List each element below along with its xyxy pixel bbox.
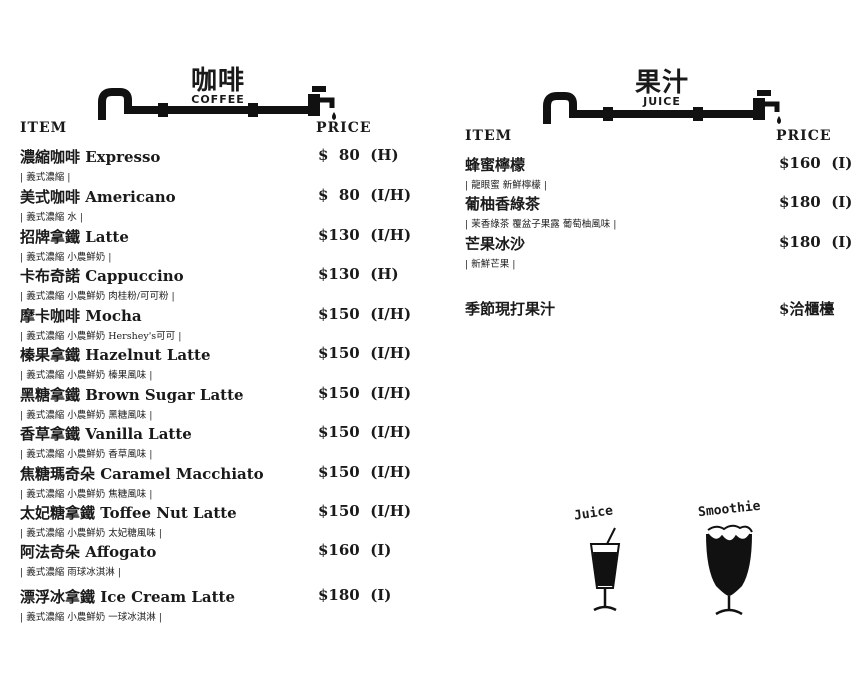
coffee-item-desc: | 義式濃縮 小農鮮奶 一球冰淇淋 | (20, 612, 162, 623)
coffee-menu-item: 濃縮咖啡 Expresso | 義式濃縮 | (20, 146, 160, 183)
coffee-item-desc: | 義式濃縮 小農鮮奶 太妃糖風味 | (20, 528, 162, 539)
coffee-item-name: 焦糖瑪奇朵 Caramel Macchiato (20, 465, 264, 483)
juice-glass-icon (585, 526, 625, 622)
coffee-menu-item: 漂浮冰拿鐵 Ice Cream Latte | 義式濃縮 小農鮮奶 一球冰淇淋 | (20, 586, 235, 623)
coffee-item-name: 香草拿鐵 Vanilla Latte (20, 425, 192, 443)
coffee-pipe-banner (98, 80, 348, 124)
coffee-item-desc: | 義式濃縮 小農鮮奶 Hershey's可可 | (20, 331, 182, 342)
coffee-item-price: $150 (I/H) (318, 344, 412, 362)
coffee-item-name: 摩卡咖啡 Mocha (20, 307, 142, 325)
juice-price-header: PRICE (776, 128, 832, 144)
coffee-item-desc: | 義式濃縮 | (20, 172, 71, 183)
smoothie-glass-icon (702, 520, 756, 624)
juice-item-name: 葡柚香綠茶 (465, 195, 541, 213)
coffee-item-price: $130 (H) (318, 265, 399, 283)
coffee-item-name: 太妃糖拿鐵 Toffee Nut Latte (20, 504, 237, 522)
coffee-item-price: $ 80 (H) (318, 146, 399, 164)
coffee-title-en: COFFEE (191, 93, 245, 106)
juice-menu-item: 蜂蜜檸檬 | 龍眼蜜 新鮮檸檬 | (465, 154, 547, 191)
coffee-menu-item: 卡布奇諾 Cappuccino | 義式濃縮 小農鮮奶 肉桂粉/可可粉 | (20, 265, 184, 302)
coffee-item-desc: | 義式濃縮 水 | (20, 212, 83, 223)
coffee-item-price: $160 (I) (318, 541, 392, 559)
seasonal-juice-price: $洽櫃檯 (779, 300, 835, 318)
juice-title-en: JUICE (643, 95, 681, 108)
coffee-menu-item: 阿法奇朵 Affogato | 義式濃縮 雨球冰淇淋 | (20, 541, 156, 578)
juice-menu-item: 葡柚香綠茶 | 茉香綠茶 覆盆子果露 葡萄柚風味 | (465, 193, 616, 230)
juice-item-price: $180 (I) (779, 193, 853, 211)
juice-pipe-banner (543, 84, 793, 128)
seasonal-juice-item: 季節現打果汁 (465, 298, 555, 319)
coffee-menu-item: 榛果拿鐵 Hazelnut Latte | 義式濃縮 小農鮮奶 榛果風味 | (20, 344, 211, 381)
coffee-item-name: 招牌拿鐵 Latte (20, 228, 129, 246)
coffee-menu-item: 美式咖啡 Americano | 義式濃縮 水 | (20, 186, 176, 223)
juice-title-zh: 果汁 (634, 68, 689, 98)
coffee-title-zh: 咖啡 (190, 66, 245, 96)
coffee-item-name: 美式咖啡 Americano (20, 188, 176, 206)
coffee-item-name: 濃縮咖啡 Expresso (20, 148, 161, 166)
coffee-price-header: PRICE (316, 120, 372, 136)
coffee-item-name: 阿法奇朵 Affogato (20, 543, 157, 561)
coffee-menu-item: 太妃糖拿鐵 Toffee Nut Latte | 義式濃縮 小農鮮奶 太妃糖風味 … (20, 502, 237, 539)
coffee-item-desc: | 義式濃縮 小農鮮奶 焦糖風味 | (20, 489, 153, 500)
coffee-menu-item: 招牌拿鐵 Latte | 義式濃縮 小農鮮奶 | (20, 226, 129, 263)
juice-item-header: ITEM (465, 128, 513, 144)
coffee-item-name: 漂浮冰拿鐵 Ice Cream Latte (20, 588, 236, 606)
coffee-item-name: 榛果拿鐵 Hazelnut Latte (20, 346, 211, 364)
juice-item-name: 芒果冰沙 (465, 235, 526, 253)
juice-menu-item: 芒果冰沙 | 新鮮芒果 | (465, 233, 525, 270)
coffee-item-desc: | 義式濃縮 小農鮮奶 肉桂粉/可可粉 | (20, 291, 175, 302)
juice-item-desc: | 新鮮芒果 | (465, 259, 516, 270)
coffee-item-name: 卡布奇諾 Cappuccino (20, 267, 184, 285)
smoothie-doodle-label: Smoothie (697, 498, 762, 521)
coffee-menu-item: 焦糖瑪奇朵 Caramel Macchiato | 義式濃縮 小農鮮奶 焦糖風味 … (20, 463, 264, 500)
coffee-menu-item: 香草拿鐵 Vanilla Latte | 義式濃縮 小農鮮奶 香草風味 | (20, 423, 192, 460)
coffee-item-price: $ 80 (I/H) (318, 186, 412, 204)
coffee-item-price: $150 (I/H) (318, 502, 412, 520)
coffee-item-price: $150 (I/H) (318, 384, 412, 402)
juice-item-price: $180 (I) (779, 233, 853, 251)
juice-doodle-label: Juice (573, 503, 614, 524)
coffee-item-price: $150 (I/H) (318, 305, 412, 323)
coffee-item-price: $150 (I/H) (318, 463, 412, 481)
coffee-item-desc: | 義式濃縮 小農鮮奶 榛果風味 | (20, 370, 153, 381)
coffee-item-desc: | 義式濃縮 小農鮮奶 | (20, 252, 112, 263)
coffee-item-price: $130 (I/H) (318, 226, 412, 244)
coffee-item-name: 黑糖拿鐵 Brown Sugar Latte (20, 386, 244, 404)
coffee-item-header: ITEM (20, 120, 68, 136)
coffee-menu-item: 黑糖拿鐵 Brown Sugar Latte | 義式濃縮 小農鮮奶 黑糖風味 | (20, 384, 244, 421)
juice-item-name: 蜂蜜檸檬 (465, 156, 526, 174)
juice-item-desc: | 茉香綠茶 覆盆子果露 葡萄柚風味 | (465, 219, 617, 230)
coffee-item-price: $150 (I/H) (318, 423, 412, 441)
coffee-item-price: $180 (I) (318, 586, 392, 604)
coffee-item-desc: | 義式濃縮 雨球冰淇淋 | (20, 567, 121, 578)
juice-item-price: $160 (I) (779, 154, 853, 172)
juice-item-desc: | 龍眼蜜 新鮮檸檬 | (465, 180, 547, 191)
seasonal-juice-name: 季節現打果汁 (465, 300, 556, 318)
coffee-menu-item: 摩卡咖啡 Mocha | 義式濃縮 小農鮮奶 Hershey's可可 | (20, 305, 181, 342)
coffee-item-desc: | 義式濃縮 小農鮮奶 香草風味 | (20, 449, 153, 460)
coffee-item-desc: | 義式濃縮 小農鮮奶 黑糖風味 | (20, 410, 153, 421)
